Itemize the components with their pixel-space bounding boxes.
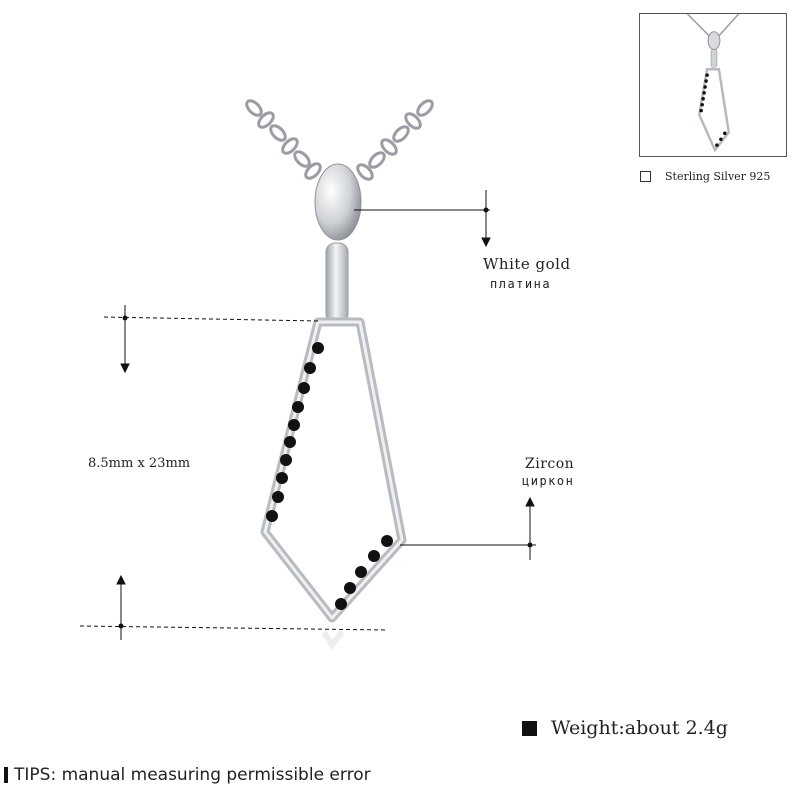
bar-bullet-icon <box>4 767 8 783</box>
necklace-pendant-icon <box>686 14 740 153</box>
inset-caption: Sterling Silver 925 <box>640 170 770 183</box>
weight-text: Weight:about 2.4g <box>551 717 728 739</box>
chain-right <box>356 99 434 181</box>
tips-text: TIPS: manual measuring permissible error <box>14 765 371 785</box>
inset-caption-text: Sterling Silver 925 <box>665 170 771 183</box>
material-label-en: White gold <box>483 255 571 273</box>
size-label: 8.5mm x 23mm <box>88 456 191 471</box>
square-bullet-icon <box>522 720 537 736</box>
material-label-ru: платина <box>490 277 552 291</box>
weight-info: Weight:about 2.4g <box>522 717 728 739</box>
bail-connector <box>325 242 349 324</box>
stone-label-en: Zircon <box>525 456 575 472</box>
measurement-lines <box>79 190 536 640</box>
inset-thumbnail <box>639 13 787 157</box>
bail <box>314 163 362 241</box>
zircon-stones <box>266 342 393 610</box>
stone-label-ru: циркон <box>522 474 575 488</box>
checkbox-icon <box>640 171 651 182</box>
chain-left <box>245 99 322 180</box>
pendant-frame <box>260 317 407 623</box>
tips-note: TIPS: manual measuring permissible error <box>4 765 371 785</box>
